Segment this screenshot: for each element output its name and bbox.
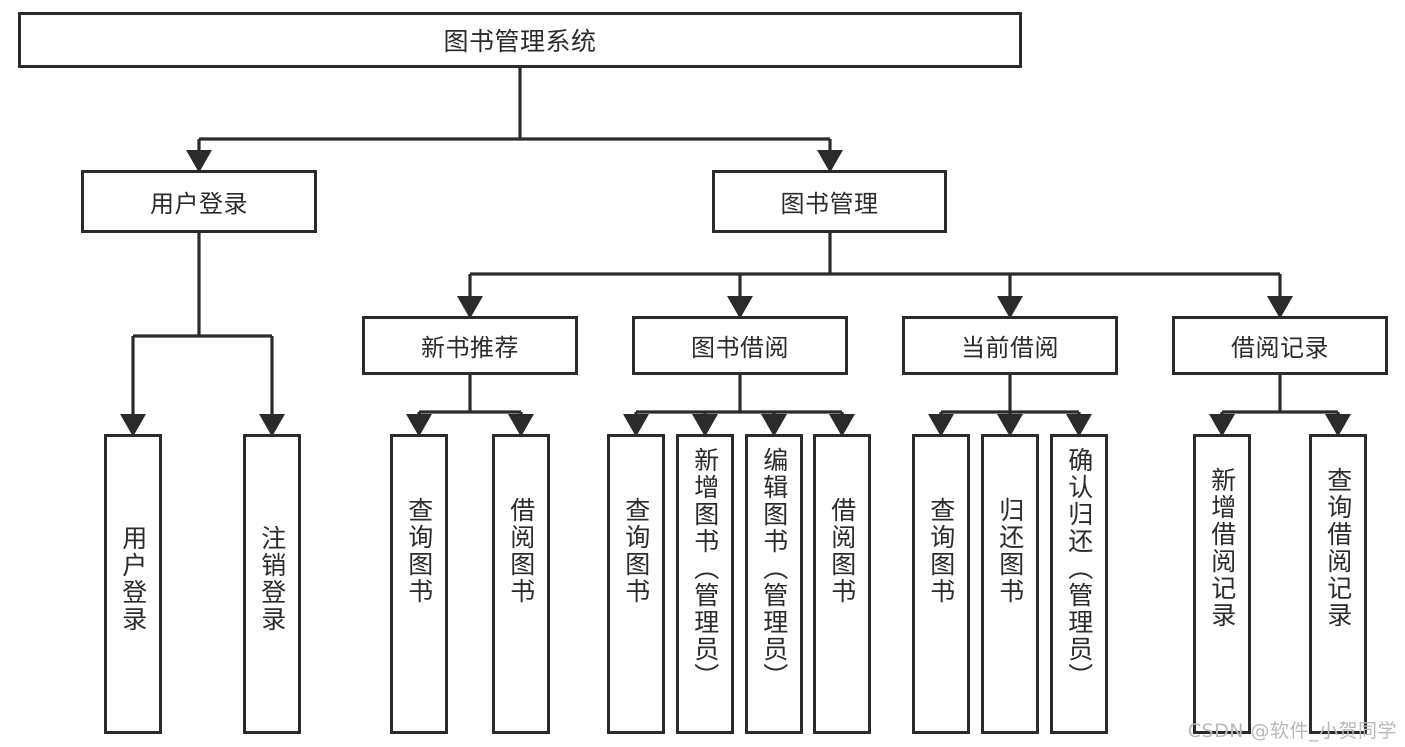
node-leaf-query-book-2[interactable]: 查询图书 bbox=[607, 434, 665, 734]
node-leaf-add-book-label: 新增图书（管理员） bbox=[690, 447, 720, 690]
node-leaf-confirm-return[interactable]: 确认归还（管理员） bbox=[1050, 434, 1108, 734]
node-current-borrow-label: 当前借阅 bbox=[961, 334, 1059, 362]
node-leaf-edit-book-label: 编辑图书（管理员） bbox=[759, 447, 789, 690]
node-borrow-record[interactable]: 借阅记录 bbox=[1172, 316, 1388, 375]
node-leaf-borrow-book-1-label: 借阅图书 bbox=[506, 497, 536, 605]
node-current-borrow[interactable]: 当前借阅 bbox=[902, 316, 1118, 375]
node-new-book-recommend[interactable]: 新书推荐 bbox=[362, 316, 578, 375]
node-leaf-return-book[interactable]: 归还图书 bbox=[981, 434, 1039, 734]
node-leaf-confirm-return-label: 确认归还（管理员） bbox=[1064, 447, 1094, 690]
node-borrow-record-label: 借阅记录 bbox=[1231, 334, 1329, 362]
node-leaf-add-record[interactable]: 新增借阅记录 bbox=[1193, 434, 1251, 734]
node-root[interactable]: 图书管理系统 bbox=[18, 12, 1022, 68]
node-book-borrow[interactable]: 图书借阅 bbox=[632, 316, 848, 375]
node-leaf-user-login-label: 用户登录 bbox=[118, 525, 148, 633]
node-leaf-edit-book[interactable]: 编辑图书（管理员） bbox=[745, 434, 803, 734]
node-leaf-user-login[interactable]: 用户登录 bbox=[104, 434, 162, 734]
node-leaf-query-record-label: 查询借阅记录 bbox=[1323, 467, 1353, 629]
node-leaf-borrow-book-2[interactable]: 借阅图书 bbox=[813, 434, 871, 734]
node-book-manage-label: 图书管理 bbox=[780, 190, 879, 218]
node-leaf-add-book[interactable]: 新增图书（管理员） bbox=[676, 434, 734, 734]
node-leaf-logout-label: 注销登录 bbox=[257, 525, 287, 633]
node-root-label: 图书管理系统 bbox=[443, 27, 597, 56]
node-new-book-recommend-label: 新书推荐 bbox=[421, 334, 519, 362]
node-leaf-query-book-3-label: 查询图书 bbox=[926, 497, 956, 605]
node-leaf-query-book-2-label: 查询图书 bbox=[621, 497, 651, 605]
node-leaf-borrow-book-1[interactable]: 借阅图书 bbox=[492, 434, 550, 734]
node-leaf-query-record[interactable]: 查询借阅记录 bbox=[1309, 434, 1367, 734]
node-leaf-logout[interactable]: 注销登录 bbox=[243, 434, 301, 734]
node-user-login-label: 用户登录 bbox=[150, 190, 248, 218]
node-leaf-query-book-1[interactable]: 查询图书 bbox=[390, 434, 448, 734]
node-leaf-return-book-label: 归还图书 bbox=[995, 497, 1025, 605]
node-leaf-add-record-label: 新增借阅记录 bbox=[1207, 467, 1237, 629]
node-book-manage[interactable]: 图书管理 bbox=[712, 170, 947, 233]
node-book-borrow-label: 图书借阅 bbox=[691, 334, 789, 362]
node-leaf-query-book-3[interactable]: 查询图书 bbox=[912, 434, 970, 734]
node-user-login[interactable]: 用户登录 bbox=[81, 170, 317, 233]
node-leaf-query-book-1-label: 查询图书 bbox=[404, 497, 434, 605]
node-leaf-borrow-book-2-label: 借阅图书 bbox=[827, 497, 857, 605]
